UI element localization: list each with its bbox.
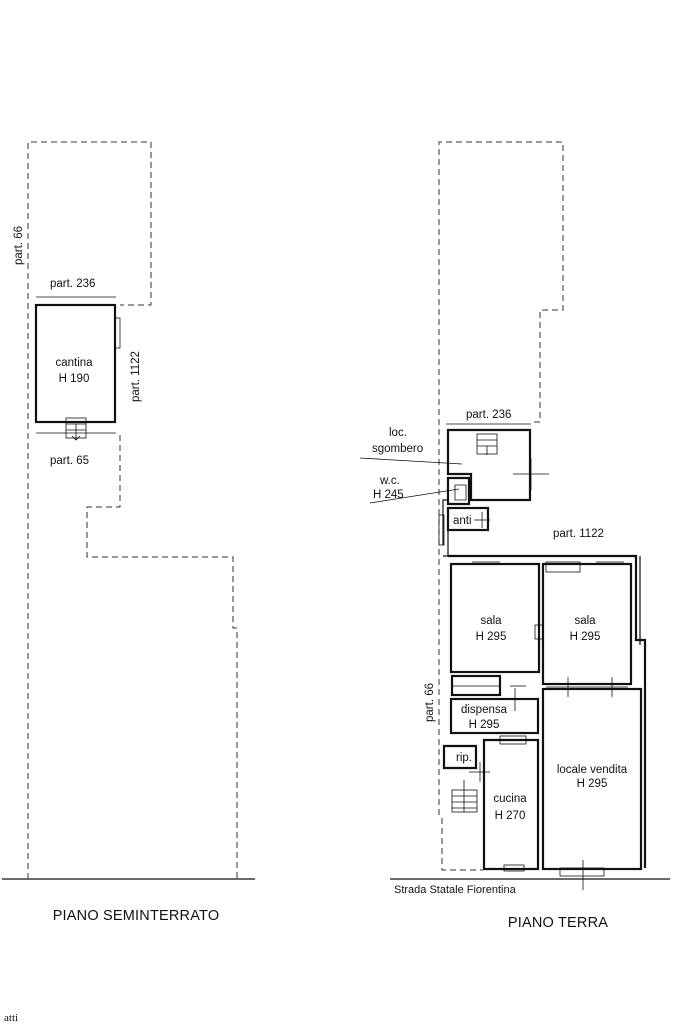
room-wc-walls (446, 476, 471, 506)
boundary-right (438, 141, 564, 815)
room-rip-name: rip. (456, 752, 472, 764)
room-sala2-name: sala (574, 615, 596, 627)
corner-fragment: atti (4, 1012, 18, 1023)
room-locale-height: H 295 (577, 778, 608, 790)
label-part236-right: part. 236 (466, 409, 511, 421)
leader-wc (369, 488, 460, 504)
room-sgombero-walls (446, 428, 532, 502)
label-part236-left: part. 236 (50, 278, 95, 290)
building-outer-walls (448, 554, 647, 868)
title-seminterrato: PIANO SEMINTERRATO (53, 908, 220, 924)
room-cantina-height: H 190 (59, 373, 90, 385)
room-cucina-walls (482, 738, 540, 871)
stair-cantina (65, 417, 87, 441)
room-dispensa-walls (449, 697, 540, 735)
boundary-right-bottom (441, 818, 483, 871)
room-cucina-height: H 270 (495, 810, 526, 822)
room-cantina-walls (34, 303, 117, 424)
stair-rip (451, 780, 478, 813)
label-loc: loc. (389, 427, 407, 439)
label-wc: w.c. (379, 475, 400, 487)
room-dispensa-height: H 295 (469, 719, 500, 731)
label-wc-height: H 245 (373, 489, 404, 501)
storage-box (450, 674, 502, 697)
label-part1122-right: part. 1122 (553, 528, 604, 540)
room-locale-walls (541, 687, 643, 871)
room-anti-walls (446, 506, 490, 532)
room-cantina-name: cantina (55, 357, 93, 369)
stair-sgombero (476, 433, 498, 455)
title-terra: PIANO TERRA (508, 915, 608, 931)
label-anti: anti (453, 515, 472, 527)
room-rip-walls (442, 744, 478, 770)
room-sala1-name: sala (480, 615, 502, 627)
room-sala2-height: H 295 (570, 631, 601, 643)
room-sala2-walls (541, 562, 633, 686)
plan-terra: part. 236 loc. sgombero w.c. H 245 anti … (359, 141, 670, 931)
label-sgombero: sgombero (372, 443, 423, 455)
room-cucina-name: cucina (493, 793, 527, 805)
leader-sgombero (359, 457, 463, 465)
label-part66-left: part. 66 (13, 226, 25, 265)
plan-seminterrato: part. 66 part. 236 part. 1122 part. 65 c… (2, 141, 255, 924)
window-cantina (114, 317, 121, 349)
room-sala1-height: H 295 (476, 631, 507, 643)
boundary-left (27, 141, 238, 879)
label-part66-right: part. 66 (424, 683, 436, 722)
label-part1122-left: part. 1122 (130, 351, 142, 402)
room-sala1-walls (449, 562, 541, 674)
label-part65-left: part. 65 (50, 455, 89, 467)
room-dispensa-name: dispensa (461, 704, 508, 716)
room-locale-name: locale vendita (557, 764, 628, 776)
road-label: Strada Statale Fiorentina (394, 884, 517, 896)
